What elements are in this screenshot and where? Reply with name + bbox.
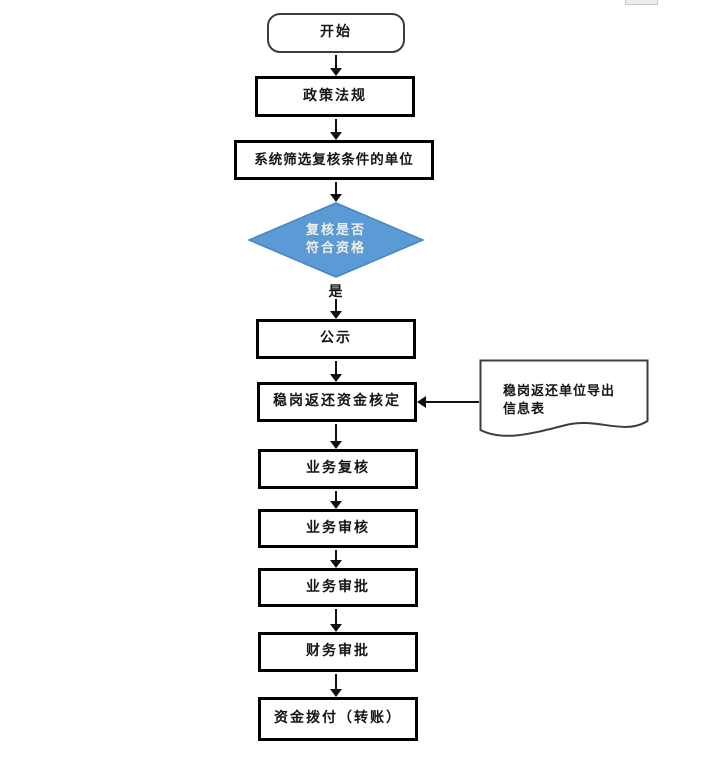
arrow-yes-to-publicity [330, 299, 342, 319]
arrow-finance-to-disbursement [330, 674, 342, 697]
arrow-verification-to-recheck [330, 424, 342, 449]
flow-node-fund-disbursement: 资金拨付（转账） [258, 697, 418, 741]
arrow-approval-to-finance [330, 609, 342, 632]
export-doc-label-line2: 信息表 [503, 401, 546, 417]
flow-node-start: 开始 [267, 13, 405, 53]
flow-node-policy: 政策法规 [255, 76, 415, 117]
arrow-recheck-to-review [330, 491, 342, 509]
flow-node-business-approval: 业务审批 [258, 568, 418, 607]
arrow-review-to-approval [330, 550, 342, 568]
document-shape-path [479, 359, 649, 437]
decision-diamond-polygon [247, 202, 425, 278]
flow-node-start-label: 开始 [320, 24, 352, 41]
cropped-ui-fragment [625, 0, 658, 5]
decision-label-line1: 复核是否 [305, 223, 366, 239]
arrow-screening-to-decision [330, 182, 342, 202]
flow-node-publicity: 公示 [256, 319, 416, 359]
flow-node-fund-verification: 稳岗返还资金核定 [257, 382, 417, 422]
document-shape [479, 359, 649, 437]
arrow-publicity-to-verification [330, 361, 342, 382]
flow-node-business-review: 业务审核 [258, 509, 418, 548]
flow-node-screening: 系统筛选复核条件的单位 [234, 140, 434, 180]
arrow-start-to-policy [330, 55, 342, 76]
export-doc-label-line1: 稳岗返还单位导出 [503, 384, 616, 399]
flow-node-decision: 复核是否 符合资格 [247, 202, 425, 278]
export-doc-label: 稳岗返还单位导出 信息表 [503, 383, 633, 418]
decision-label: 复核是否 符合资格 [248, 202, 424, 278]
flow-node-export-doc: 稳岗返还单位导出 信息表 [479, 359, 649, 441]
flow-node-fund-disbursement-label: 资金拨付（转账） [274, 710, 402, 727]
flow-node-fund-verification-label: 稳岗返还资金核定 [273, 393, 401, 410]
decision-label-line2: 符合资格 [305, 241, 366, 256]
flow-node-business-approval-label: 业务审批 [306, 578, 370, 595]
flow-node-policy-label: 政策法规 [303, 87, 367, 104]
arrow-policy-to-screening [330, 119, 342, 140]
flow-node-finance-approval-label: 财务审批 [306, 643, 370, 660]
flow-node-business-recheck-label: 业务复核 [306, 460, 370, 477]
flow-node-business-review-label: 业务审核 [306, 519, 370, 536]
arrow-doc-to-verification [417, 396, 479, 408]
flow-node-publicity-label: 公示 [320, 330, 352, 347]
flow-node-business-recheck: 业务复核 [258, 449, 418, 489]
flow-node-screening-label: 系统筛选复核条件的单位 [254, 151, 414, 168]
decision-diamond-shape [247, 202, 425, 278]
decision-yes-label: 是 [328, 284, 344, 300]
flow-node-finance-approval: 财务审批 [258, 632, 418, 672]
